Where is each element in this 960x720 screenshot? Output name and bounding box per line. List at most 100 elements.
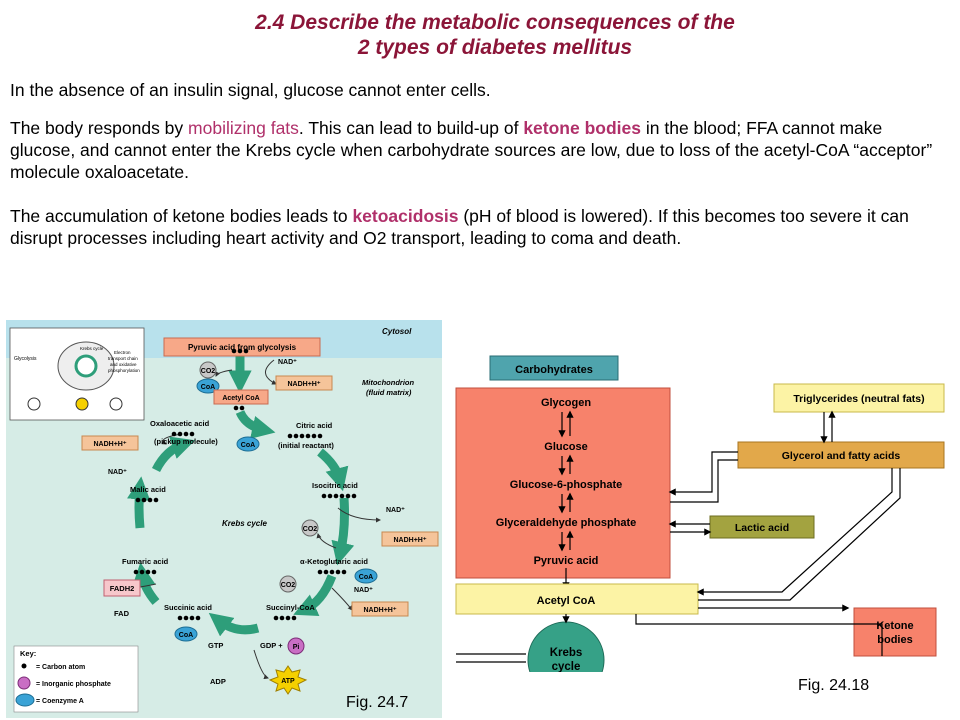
inorganic-phosphate-icon: Pi (287, 637, 305, 655)
gdp-label: GDP + (260, 641, 283, 650)
atp-burst-icon: ATP (268, 665, 308, 695)
coa-molecule-4: CoA (174, 626, 198, 642)
svg-text:CoA: CoA (241, 442, 255, 449)
fadh2-box (103, 579, 141, 597)
nadh-label-2: NADH+H⁺ (93, 441, 126, 448)
carbohydrates-label: Carbohydrates (515, 364, 593, 376)
inset-atp-icon-2 (75, 397, 89, 411)
nadh-box-3 (381, 531, 439, 547)
glycogen-label: Glycogen (541, 397, 591, 409)
svg-text:CO2: CO2 (281, 582, 296, 589)
inset-etc-4: phosphorylation (108, 368, 140, 373)
carbohydrates-box (489, 355, 619, 381)
carbon-atom-icon (21, 663, 27, 669)
fumaric-acid-label: Fumaric acid (122, 557, 169, 566)
mitochondrion-label: Mitochondrion (362, 378, 414, 387)
figure-caption-24-18: Fig. 24.18 (798, 677, 870, 694)
slide-title-line-2: 2 types of diabetes mellitus (357, 36, 633, 59)
ketone-bodies-box (853, 607, 937, 657)
triglycerides-label: Triglycerides (neutral fats) (793, 393, 924, 405)
p2-a: The body responds by (10, 118, 189, 138)
phosphate-key-icon (17, 676, 31, 690)
nadh-label-3: NADH+H⁺ (393, 537, 426, 544)
acetyl-coa-label: Acetyl CoA (222, 395, 259, 402)
paragraph-insulin-text: In the absence of an insulin signal, glu… (10, 80, 491, 100)
highlight-ketone-bodies: ketone bodies (523, 118, 641, 138)
svg-text:CoA: CoA (179, 632, 193, 639)
pyruvic-acid-label: Pyruvic acid (534, 555, 599, 567)
triglycerides-box (773, 383, 945, 413)
paragraph-fats: The body responds by mobilizing fats. Th… (10, 117, 950, 183)
acetyl-coa-box (455, 583, 699, 615)
svg-text:CO2: CO2 (201, 368, 216, 375)
key-coa-label: = Coenzyme A (36, 698, 84, 705)
co2-molecule-2: CO2 (301, 519, 319, 537)
glyceraldehyde-phosphate-label: Glyceraldehyde phosphate (496, 517, 637, 529)
svg-text:CoA: CoA (359, 574, 373, 581)
nad-label-2: NAD⁺ (108, 469, 127, 476)
nadh-box-4 (351, 601, 409, 617)
ketone-label-2: bodies (877, 634, 912, 646)
inset-krebs-icon (74, 354, 98, 378)
svg-text:CO2: CO2 (303, 526, 318, 533)
key-title: Key: (20, 649, 36, 658)
nadh-box-2 (81, 435, 139, 451)
slide-title-line-1: 2.4 Describe the metabolic consequences … (255, 11, 735, 34)
highlight-mobilizing-fats: mobilizing fats (188, 118, 299, 138)
pathway-connectors (635, 410, 901, 656)
pyruvic-acid-label: Pyruvic acid from glycolysis (188, 343, 297, 352)
krebs-label-2: cycle (552, 661, 581, 672)
glucose-6-phosphate-label: Glucose-6-phosphate (510, 479, 622, 491)
paragraph-ketoacidosis: The accumulation of ketone bodies leads … (10, 205, 950, 249)
cell-inset: Glycolysis Krebs cycle Electron transpor… (9, 327, 145, 421)
malic-acid-label: Malic acid (130, 485, 166, 494)
inset-krebs-label: Krebs cycle (80, 346, 104, 351)
paragraph-insulin: In the absence of an insulin signal, glu… (10, 79, 950, 101)
gtp-label: GTP (208, 641, 223, 650)
cytosol-label: Cytosol (382, 327, 412, 336)
p2-e: in the blood; FFA cannot make glucose, a… (10, 118, 933, 182)
key-phosphate-label: = Inorganic phosphate (36, 681, 111, 688)
isocitric-acid-label: Isocitric acid (312, 481, 358, 490)
nad-label-1: NAD⁺ (278, 359, 297, 366)
succinyl-coa-label: Succinyl-CoA (266, 603, 315, 612)
co2-molecule-1: CO2 (199, 361, 217, 379)
inset-etc-2: transport chain (108, 356, 138, 361)
p3-a: The accumulation of ketone bodies leads … (10, 206, 353, 226)
krebs-arrows (456, 614, 570, 663)
ketone-label-1: Ketone (876, 620, 913, 632)
acetyl-coa-label: Acetyl CoA (537, 595, 596, 607)
fluid-matrix-label: (fluid matrix) (366, 388, 412, 397)
key-carbon-label: = Carbon atom (36, 664, 85, 671)
adp-label: ADP (210, 677, 226, 686)
coa-molecule-3: CoA (354, 568, 378, 584)
nadh-label-1: NADH+H⁺ (287, 381, 320, 388)
glycerol-fatty-acids-label: Glycerol and fatty acids (782, 450, 901, 462)
nadh-box-1 (275, 375, 333, 391)
acetyl-coa-box (213, 389, 269, 405)
citric-acid-label: Citric acid (296, 421, 333, 430)
svg-text:Pi: Pi (293, 644, 300, 651)
glucose-label: Glucose (544, 441, 587, 453)
slide-title: 2.4 Describe the metabolic consequences … (0, 10, 960, 60)
nad-label-3: NAD⁺ (386, 507, 405, 514)
krebs-cycle-arrows (127, 356, 355, 637)
p3-c: (pH of blood is lowered). If this become… (10, 206, 909, 248)
coa-key-icon (15, 693, 35, 707)
pyruvic-acid-box (163, 337, 321, 357)
figure-key: Key: = Carbon atom = Inorganic phosphate… (13, 645, 139, 713)
highlight-ketoacidosis: ketoacidosis (352, 206, 459, 226)
co2-molecule-3: CO2 (279, 575, 297, 593)
krebs-label-1: Krebs (550, 647, 583, 659)
inset-glycolysis-label: Glycolysis (14, 356, 37, 362)
nadh-label-4: NADH+H⁺ (363, 607, 396, 614)
ketoglutaric-acid-label: α-Ketoglutaric acid (300, 557, 368, 566)
fad-label: FAD (114, 609, 130, 618)
svg-text:CoA: CoA (201, 384, 215, 391)
metabolism-interconversion-figure: Carbohydrates Glycogen Glucose Glucose-6… (455, 355, 945, 672)
inset-atp-icon-1 (27, 397, 41, 411)
svg-text:ATP: ATP (281, 678, 295, 685)
lactic-acid-label: Lactic acid (735, 522, 789, 534)
inset-etc-3: and oxidative (110, 362, 137, 367)
citric-acid-subtitle: (initial reactant) (278, 441, 334, 450)
